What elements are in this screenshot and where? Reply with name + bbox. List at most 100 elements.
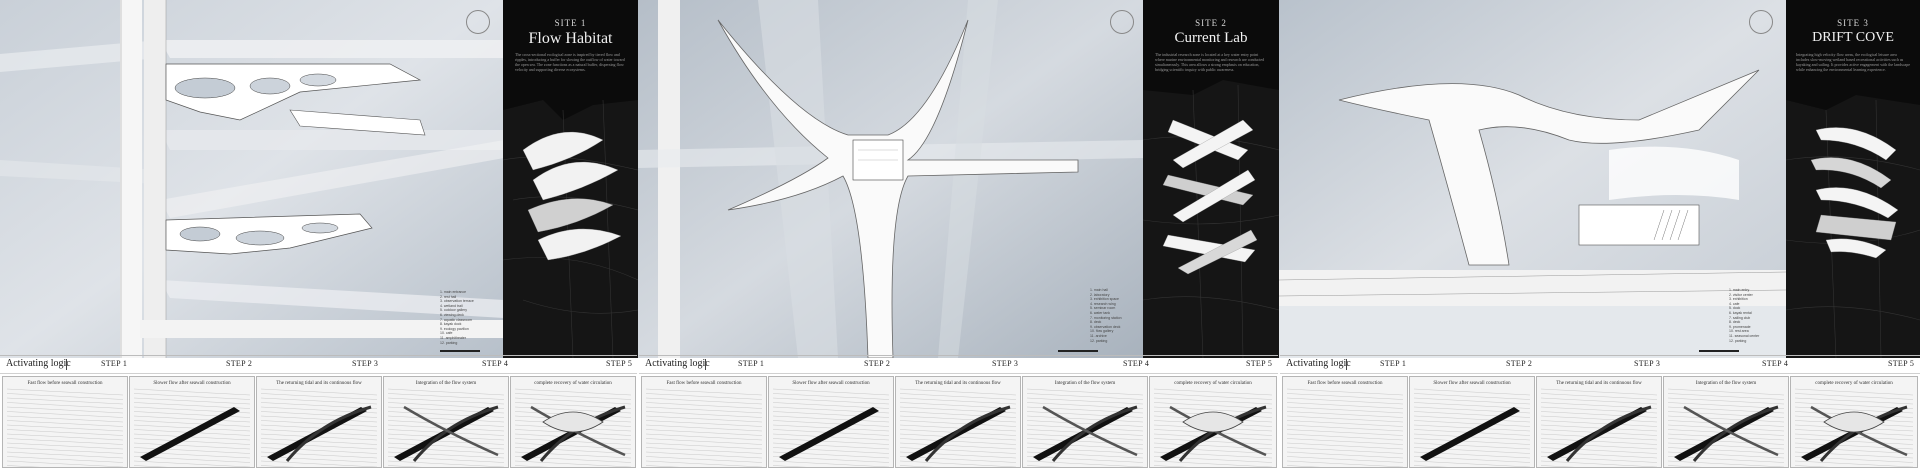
header-divider xyxy=(66,359,67,370)
step-3-caption: The returning tidal and its continuous f… xyxy=(1556,381,1642,386)
site3-plan-drawing xyxy=(1279,0,1786,358)
legend-item: 6. viewing deck xyxy=(440,312,464,317)
step-1-label: STEP 1 xyxy=(738,359,765,368)
site1-plan-drawing xyxy=(0,0,504,358)
flow-sketch xyxy=(1794,388,1914,467)
step-2-thumbnail: Slower flow after seawall construction xyxy=(1409,376,1535,468)
step-2-label: STEP 2 xyxy=(864,359,891,368)
flow-sketch xyxy=(772,388,890,467)
step-2-thumbnail: Slower flow after seawall construction xyxy=(129,376,255,468)
site1-label: SITE 1 xyxy=(554,18,587,28)
legend-item: 2. visitor center xyxy=(1729,292,1753,297)
step-4-thumbnail: Integration of the flow system xyxy=(1663,376,1789,468)
site3-info-panel: SITE 3 DRIFT COVE Integrating high veloc… xyxy=(1786,0,1920,358)
flow-sketch xyxy=(133,388,251,467)
step-1-caption: Fast flow before seawall construction xyxy=(27,381,103,386)
legend-item: 9. observation deck xyxy=(1090,324,1121,329)
legend-item: 8. deck xyxy=(1090,320,1102,325)
flow-sketch xyxy=(6,388,124,467)
step-3-thumbnail: The returning tidal and its continuous f… xyxy=(1536,376,1662,468)
step-2-caption: Slower flow after seawall construction xyxy=(153,381,231,386)
site1-title: Flow Habitat xyxy=(528,30,613,47)
legend-item: 8. deck xyxy=(1729,320,1741,325)
step-5-thumbnail: complete recovery of water circulation xyxy=(510,376,636,468)
step-4-caption: Integration of the flow system xyxy=(415,381,477,386)
step-1-thumbnail: Fast flow before seawall construction xyxy=(641,376,767,468)
site3-description: Integrating high velocity flow areas, th… xyxy=(1796,52,1910,72)
step-4-label: STEP 4 xyxy=(1762,359,1789,368)
step-5-label: STEP 5 xyxy=(1246,359,1273,368)
legend-item: 5. outdoor gallery xyxy=(440,308,468,313)
flow-sketch xyxy=(1153,388,1273,467)
flow-sketch xyxy=(514,388,632,467)
step-5-caption: complete recovery of water circulation xyxy=(1174,381,1252,386)
legend-item: 1. main entry xyxy=(1729,288,1750,292)
step-2-label: STEP 2 xyxy=(226,359,253,368)
legend-item: 3. observation terrace xyxy=(440,299,474,304)
site3-title: DRIFT COVE xyxy=(1812,30,1894,45)
site1-info-panel: SITE 1 Flow Habitat The cross-sectional … xyxy=(503,0,638,358)
flow-sketch xyxy=(387,388,505,467)
strip-header xyxy=(1280,356,1920,374)
legend-item: 5. dock xyxy=(1729,306,1741,311)
step-3-caption: The returning tidal and its continuous f… xyxy=(276,381,362,386)
site2-map-drawing xyxy=(1143,80,1279,358)
strip-header xyxy=(0,356,637,374)
step-4-caption: Integration of the flow system xyxy=(1695,381,1757,386)
step-4-thumbnail: Integration of the flow system xyxy=(1022,376,1148,468)
step-4-caption: Integration of the flow system xyxy=(1054,381,1116,386)
legend-item: 6. water tank xyxy=(1090,310,1111,315)
step-4-label: STEP 4 xyxy=(482,359,509,368)
legend-item: 6. kayak rental xyxy=(1729,310,1752,315)
legend-item: 12. parking xyxy=(440,340,458,345)
legend-item: 5. seminar room xyxy=(1090,306,1116,311)
legend-item: 11. amphitheater xyxy=(440,335,467,340)
step-2-label: STEP 2 xyxy=(1506,359,1533,368)
legend-item: 3. exhibition space xyxy=(1090,297,1119,302)
site2-title: Current Lab xyxy=(1174,30,1248,46)
legend-item: 1. main hall xyxy=(1090,288,1108,292)
step-5-caption: complete recovery of water circulation xyxy=(1815,381,1893,386)
legend-item: 7. monitoring station xyxy=(1090,315,1122,320)
site1-description: The cross-sectional ecological zone is i… xyxy=(515,52,625,72)
step-5-label: STEP 5 xyxy=(1888,359,1915,368)
step-1-label: STEP 1 xyxy=(1380,359,1407,368)
step-5-thumbnail: complete recovery of water circulation xyxy=(1149,376,1277,468)
activating-logic-label: Activating logic xyxy=(6,358,71,369)
legend-item: 7. aquatic classroom xyxy=(440,317,473,322)
legend-item: 11. archive xyxy=(1090,333,1107,338)
step-3-label: STEP 3 xyxy=(352,359,379,368)
activating-logic-label: Activating logic xyxy=(645,358,710,369)
flow-sketch xyxy=(1286,388,1404,467)
step-3-thumbnail: The returning tidal and its continuous f… xyxy=(256,376,382,468)
step-4-label: STEP 4 xyxy=(1123,359,1150,368)
north-arrow-icon xyxy=(1749,10,1773,34)
legend-item: 2. rest hall xyxy=(440,294,457,299)
step-2-caption: Slower flow after seawall construction xyxy=(1433,381,1511,386)
step-1-thumbnail: Fast flow before seawall construction xyxy=(2,376,128,468)
header-divider xyxy=(1346,359,1347,370)
legend-item: 10. flow gallery xyxy=(1090,329,1114,334)
flow-sketch xyxy=(1413,388,1531,467)
legend-item: 3. exhibition xyxy=(1729,297,1748,302)
step-4-thumbnail: Integration of the flow system xyxy=(383,376,509,468)
site2-description: The industrial research zone is located … xyxy=(1155,52,1265,72)
activating-logic-strip-3: Activating logic STEP 1 STEP 2 STEP 3 ST… xyxy=(1280,355,1920,468)
site2-label: SITE 2 xyxy=(1195,18,1227,28)
step-2-thumbnail: Slower flow after seawall construction xyxy=(768,376,894,468)
legend-item: 4. cafe xyxy=(1729,301,1740,306)
flow-sketch xyxy=(899,388,1017,467)
step-3-caption: The returning tidal and its continuous f… xyxy=(915,381,1001,386)
legend-item: 10. rest area xyxy=(1729,329,1749,334)
step-5-label: STEP 5 xyxy=(606,359,633,368)
activating-logic-strip-1: Activating logic STEP 1 STEP 2 STEP 3 ST… xyxy=(0,355,637,468)
legend-item: 1. main entrance xyxy=(440,290,467,294)
step-2-caption: Slower flow after seawall construction xyxy=(792,381,870,386)
legend-item: 2. laboratory xyxy=(1090,292,1110,297)
activating-logic-label: Activating logic xyxy=(1286,358,1351,369)
